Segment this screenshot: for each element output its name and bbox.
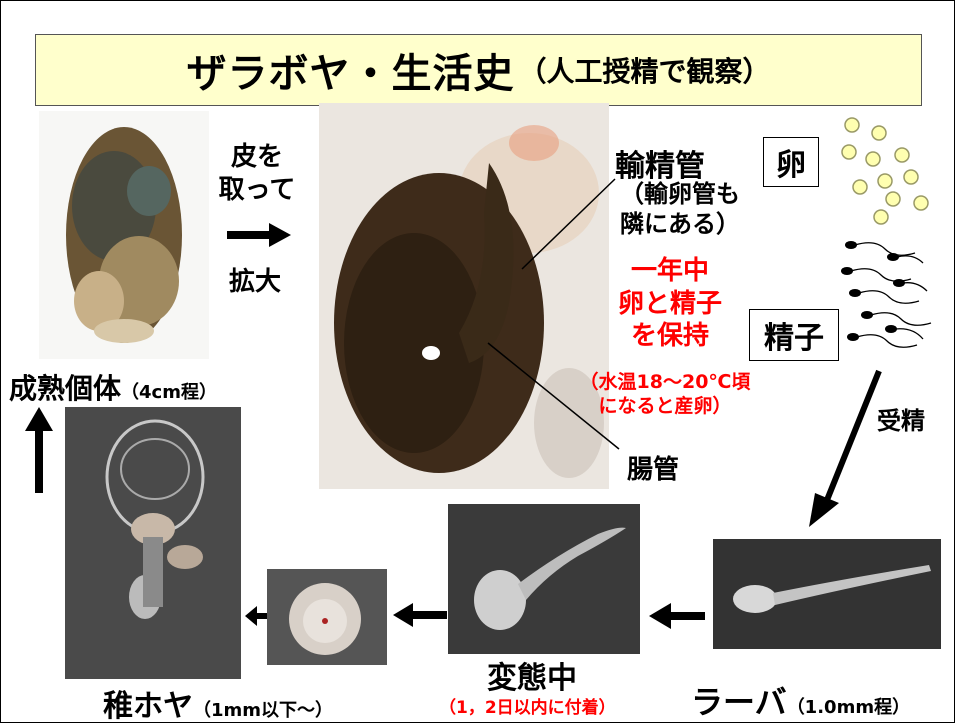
egg-label: 卵 [763, 137, 819, 187]
oviduct-note: （輸卵管も 隣にある） [605, 179, 755, 239]
sperm-icon [837, 233, 941, 357]
temp-line-1: （水温18～20℃頃 [565, 371, 765, 395]
adult-label-sub: （4cm程） [121, 382, 217, 403]
temp-line-2: になると産卵） [565, 395, 765, 419]
intestine-label: 腸管 [627, 449, 679, 486]
fertilization-label: 受精 [877, 401, 925, 436]
year-round-note: 一年中 卵と精子 を保持 [597, 255, 743, 353]
arrow-left-icon [649, 603, 705, 629]
larva-label-main: ラーバ [691, 683, 787, 721]
arrow-down-left-icon [801, 367, 891, 531]
juvenile-label: 稚ホヤ（1mm以下～） [103, 681, 333, 723]
year-line-1: 一年中 [597, 255, 743, 288]
attached-stage-photo [267, 569, 387, 665]
larva-label: ラーバ（1.0mm程） [691, 677, 910, 723]
metamorphosis-label: 変態中 [487, 653, 577, 697]
year-line-2: 卵と精子 [597, 288, 743, 321]
arrow-left-icon [245, 606, 269, 626]
arrow-up-icon [21, 407, 57, 497]
sperm-label: 精子 [749, 309, 839, 361]
larva-label-sub: （1.0mm程） [787, 697, 910, 718]
eggs-icon [835, 113, 935, 225]
juvenile-photo [65, 407, 241, 679]
oviduct-line-1: （輸卵管も [605, 179, 755, 209]
year-line-3: を保持 [597, 320, 743, 353]
metamorphosis-note: （1，2日以内に付着） [439, 693, 616, 718]
adult-label-main: 成熟個体 [9, 372, 121, 405]
larva-photo [713, 539, 941, 649]
juvenile-label-sub: （1mm以下～） [193, 700, 333, 721]
adult-label: 成熟個体（4cm程） [9, 367, 217, 407]
juvenile-label-main: 稚ホヤ [103, 689, 193, 723]
metamorphosis-photo [448, 504, 640, 654]
oviduct-line-2: 隣にある） [605, 209, 755, 239]
arrow-left-icon [393, 603, 447, 627]
spawning-temp-note: （水温18～20℃頃 になると産卵） [565, 371, 765, 419]
